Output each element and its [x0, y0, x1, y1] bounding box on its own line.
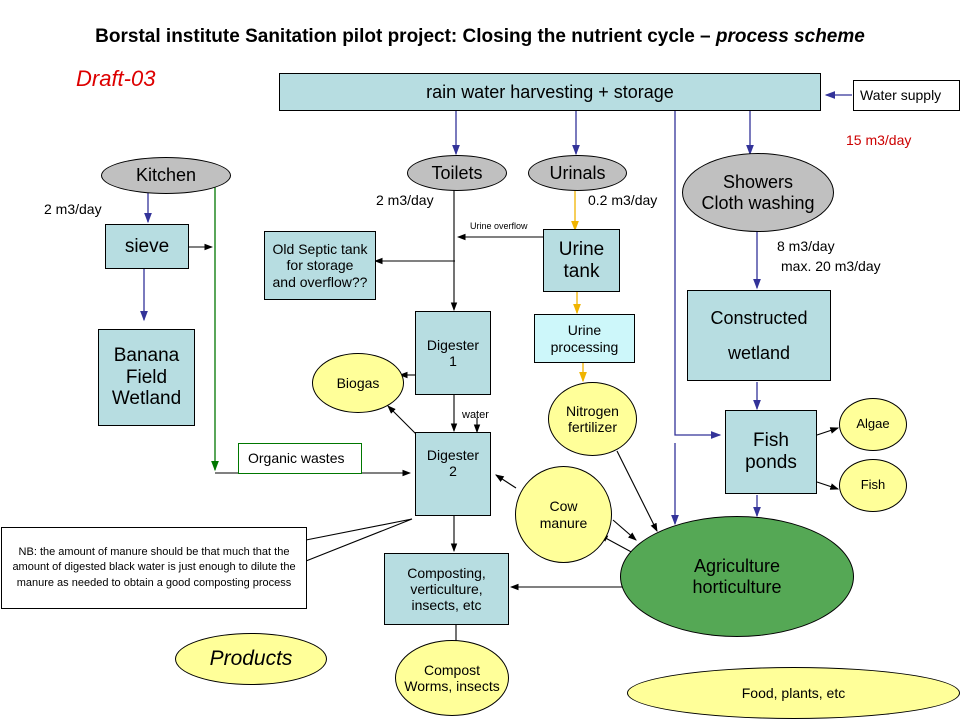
banana-line-3: Wetland [111, 388, 182, 410]
septic-line-3: and overflow?? [272, 273, 368, 290]
urine-overflow-label: Urine overflow [470, 221, 528, 231]
composting-line-1: Composting, [407, 564, 486, 581]
title-italic: process scheme [715, 26, 865, 47]
fish-ponds-line-1: Fish [753, 430, 789, 452]
arrow-cow-to-digester2 [495, 474, 517, 489]
showers-label: Showers [722, 171, 794, 192]
page-title: Borstal institute Sanitation pilot proje… [0, 26, 960, 48]
fish-node[interactable]: Fish [839, 459, 907, 512]
showers-max-rate: max. 20 m3/day [781, 258, 881, 274]
urine-processing-line-2: processing [550, 338, 619, 355]
composting-line-3: insects, etc [411, 597, 482, 614]
compost-line-1: Compost [423, 661, 481, 678]
sieve-box[interactable]: sieve [105, 224, 189, 269]
fish-label: Fish [860, 477, 886, 493]
urinals-node[interactable]: Urinals [528, 155, 627, 191]
products-legend-node: Products [175, 633, 327, 685]
agriculture-line-1: Agriculture [693, 555, 781, 576]
cow-manure-line-2: manure [539, 514, 588, 531]
rainwater-label: rain water harvesting + storage [426, 81, 674, 102]
title-main: Borstal institute Sanitation pilot proje… [95, 26, 716, 47]
constructed-wetland-box[interactable]: Constructed wetland [687, 290, 831, 381]
arrow-cow-to-agriculture [612, 519, 637, 541]
algae-node[interactable]: Algae [839, 398, 907, 451]
kitchen-node[interactable]: Kitchen [101, 157, 231, 194]
banana-line-1: Banana [113, 344, 180, 366]
urine-tank-line-1: Urine [558, 238, 605, 260]
kitchen-label: Kitchen [135, 165, 197, 186]
wetland-line-1: Constructed [710, 308, 808, 329]
compost-line-2: Worms, insects [404, 678, 500, 694]
draft-label: Draft-03 [76, 66, 156, 91]
digester-2-line-1: Digester [426, 447, 480, 463]
urinals-rate: 0.2 m3/day [588, 192, 658, 208]
toilets-node[interactable]: Toilets [407, 155, 507, 191]
supply-rate: 15 m3/day [846, 132, 912, 148]
nb-note-text: NB: the amount of manure should be that … [12, 545, 296, 589]
urine-processing-line-1: Urine [567, 322, 602, 339]
digester-1-line-2: 1 [449, 353, 457, 369]
arrow-fishponds-to-algae [816, 427, 840, 436]
water-supply-label: Water supply [860, 87, 942, 104]
food-plants-node[interactable]: Food, plants, etc [627, 667, 960, 719]
urinals-label: Urinals [549, 162, 606, 183]
composting-line-2: verticulture, [410, 580, 483, 597]
food-plants-label: Food, plants, etc [741, 684, 846, 701]
water-label: water [462, 409, 489, 421]
organic-wastes-box[interactable]: Organic wastes [238, 443, 362, 474]
septic-line-1: Old Septic tank [272, 241, 368, 258]
toilets-label: Toilets [431, 162, 483, 183]
algae-label: Algae [856, 416, 890, 432]
nb-note-callout: NB: the amount of manure should be that … [1, 527, 307, 609]
products-label: Products [209, 646, 293, 670]
septic-line-2: for storage [286, 257, 354, 274]
organic-wastes-label: Organic wastes [248, 450, 345, 467]
banana-line-2: Field [125, 366, 168, 388]
rainwater-storage-box[interactable]: rain water harvesting + storage [279, 73, 821, 111]
nitrogen-line-2: fertilizer [567, 419, 617, 435]
digester-1-line-1: Digester [426, 336, 480, 353]
arrow-fishponds-to-fish [816, 481, 840, 490]
biogas-node[interactable]: Biogas [312, 353, 404, 413]
digester-2-line-2: 2 [449, 463, 457, 480]
urine-tank-line-2: tank [563, 260, 600, 282]
kitchen-rate: 2 m3/day [44, 201, 102, 217]
fish-ponds-line-2: ponds [745, 452, 797, 473]
composting-box[interactable]: Composting,verticulture,insects, etc [384, 553, 509, 625]
nitrogen-line-1: Nitrogen [566, 402, 619, 419]
arrow-nitrogen-to-agriculture [616, 450, 658, 532]
water-supply-box[interactable]: Water supply [853, 80, 960, 111]
sieve-label: sieve [124, 235, 170, 257]
cloth-washing-label: Cloth washing [701, 192, 815, 213]
arrow-digester2-to-biogas [387, 405, 417, 435]
note-callout-pointer [305, 518, 413, 562]
wetland-line-2: wetland [727, 342, 791, 363]
toilets-rate: 2 m3/day [376, 192, 434, 208]
showers-rate: 8 m3/day [777, 238, 835, 254]
biogas-label: Biogas [336, 374, 380, 391]
arrow-rainwater-to-fishponds [674, 110, 722, 439]
cow-manure-line-1: Cow [549, 498, 578, 515]
agriculture-line-2: horticulture [692, 576, 782, 597]
